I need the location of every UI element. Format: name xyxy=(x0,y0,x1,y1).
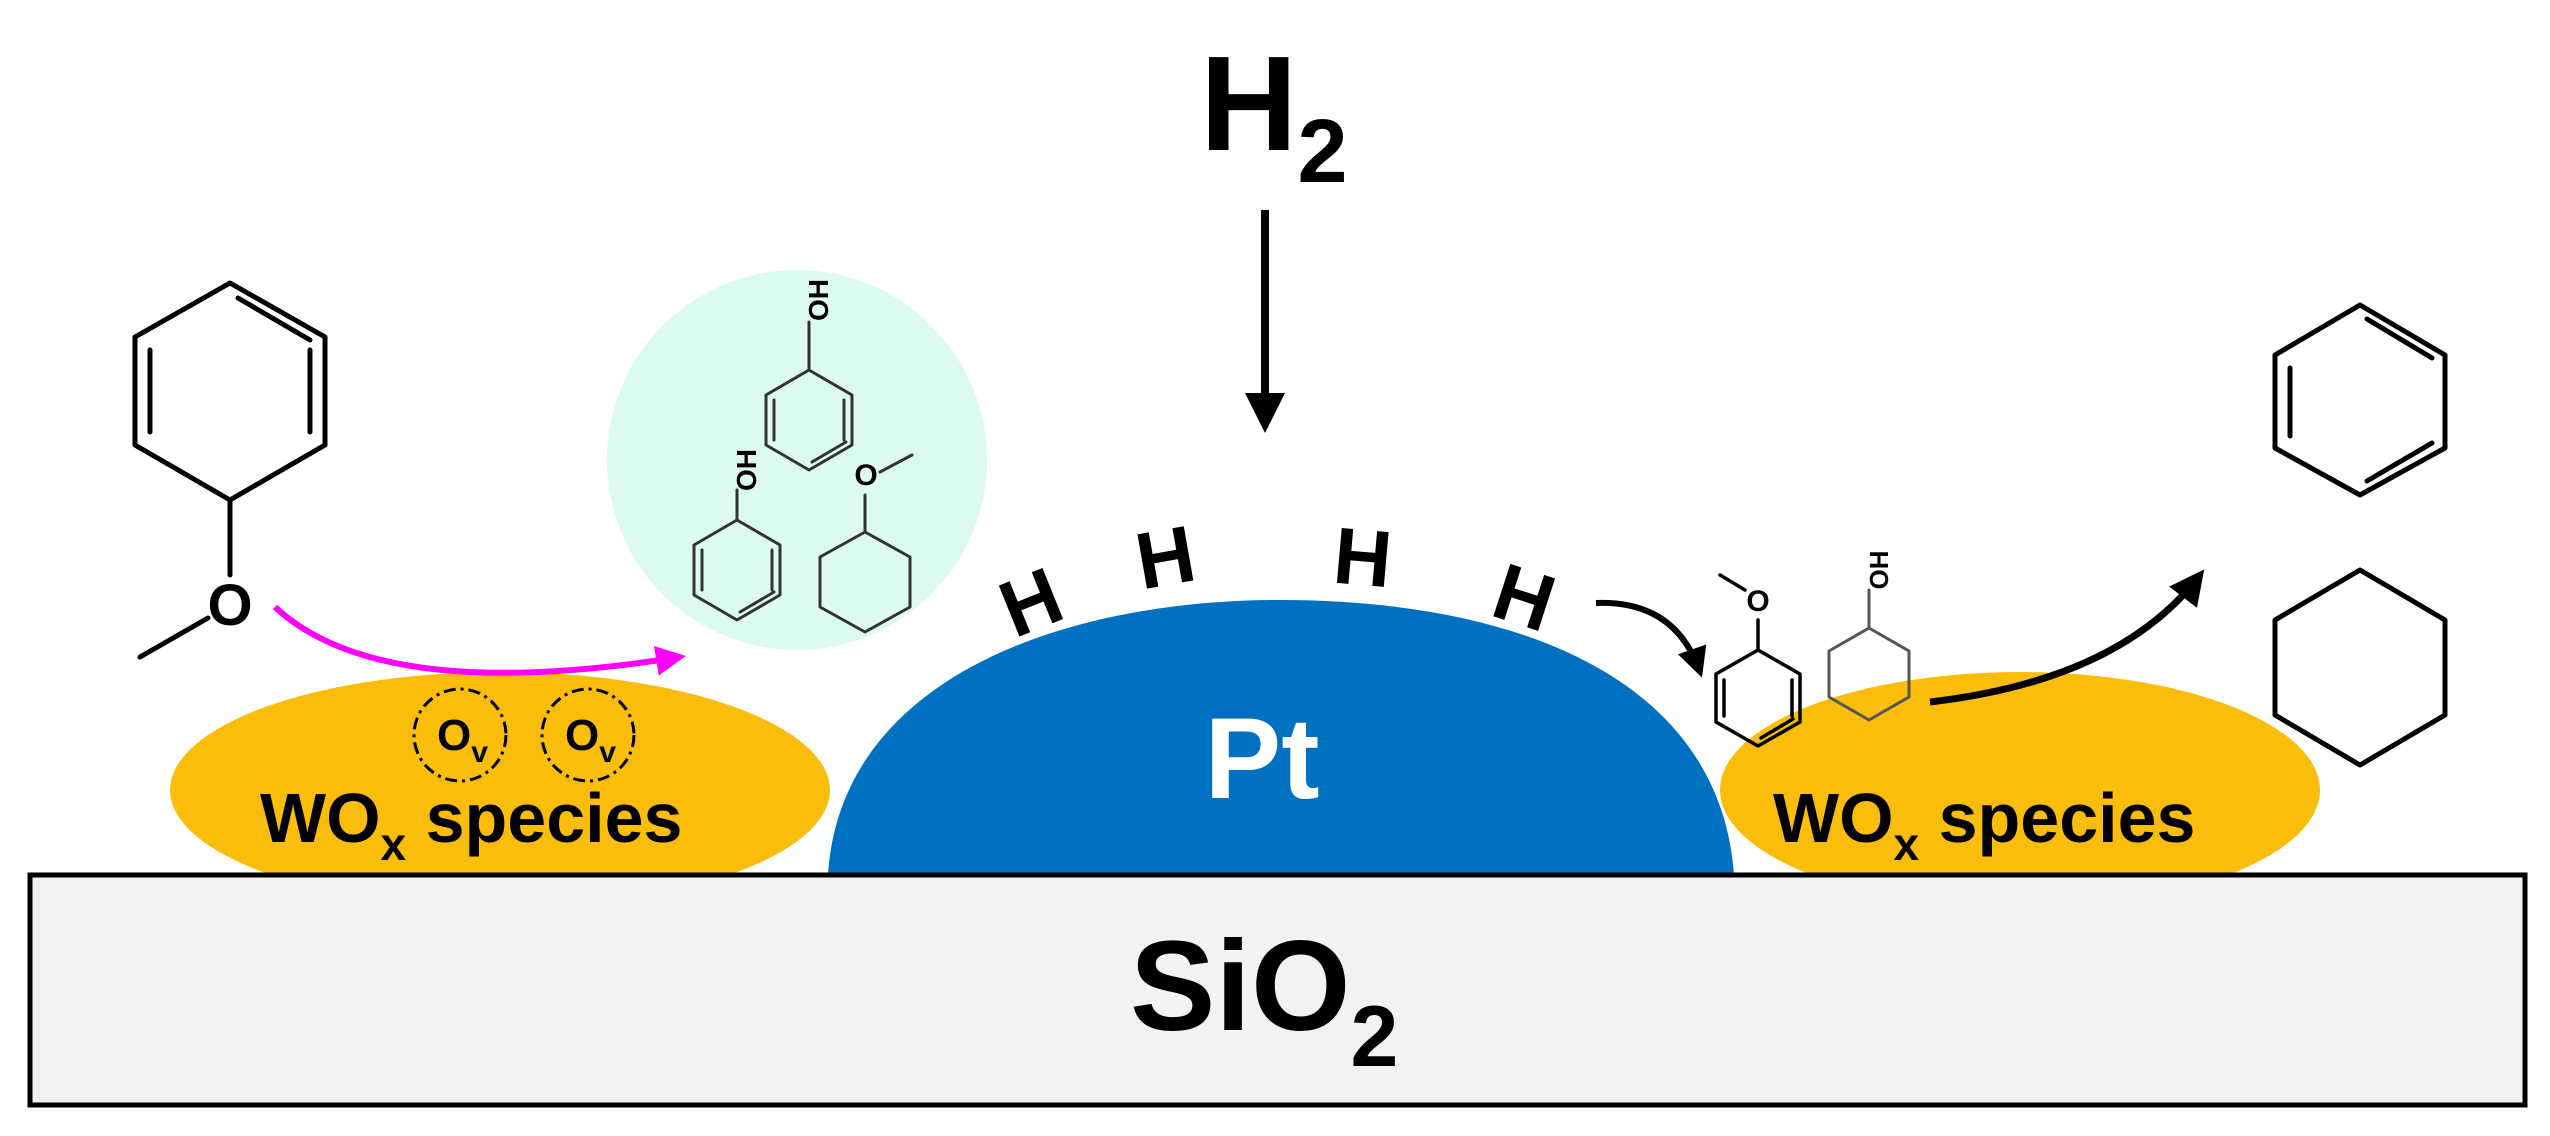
methoxycyclohexane-molecule xyxy=(818,453,914,634)
curved-arrow-icon xyxy=(1595,599,1707,678)
benzene-molecule xyxy=(2272,302,2448,498)
wox-support-left xyxy=(170,672,830,908)
anisole-oxygen: O xyxy=(207,573,252,638)
h2-main: H xyxy=(1200,28,1298,179)
sio2-substrate xyxy=(27,872,2528,1108)
h2-label: H2 xyxy=(1200,28,1348,202)
cyclohexane-molecule xyxy=(2272,567,2448,768)
sio2-label: SiO2 xyxy=(1130,915,1398,1085)
wox-left-sub: x xyxy=(381,818,407,870)
curved-arrow-icon xyxy=(272,604,686,676)
pt-particle xyxy=(828,600,1734,875)
wox-right-main: WO xyxy=(1773,779,1894,857)
wox-right-sub: x xyxy=(1894,818,1920,870)
wox-left-tail: species xyxy=(406,779,682,857)
wox-support-right xyxy=(1720,672,2320,908)
curved-arrow-icon xyxy=(1929,569,2205,706)
h-atom-3: H xyxy=(1330,511,1395,605)
adsorbed-anisole-oxygen: O xyxy=(1746,585,1769,618)
adsorbed-cyclohexanol-oh: OH xyxy=(1864,551,1894,590)
dashed-circle-icon xyxy=(412,687,508,783)
dashed-circle-icon xyxy=(540,687,636,783)
sio2-main: SiO xyxy=(1130,915,1351,1058)
sio2-sub: 2 xyxy=(1351,989,1399,1085)
h2-sub: 2 xyxy=(1298,102,1348,202)
oxygen-vacancy-1: Ov xyxy=(412,687,508,783)
h-atom-4: H xyxy=(1483,546,1565,648)
phenol-left-oh: OH xyxy=(731,449,762,491)
adsorbed-cyclohexanol-molecule xyxy=(1827,588,1911,722)
phenol-top-oh: OH xyxy=(803,279,834,321)
wox-left-label: WOx species xyxy=(260,779,682,870)
h-atom-2: H xyxy=(1129,509,1201,607)
methoxycyclohexane-oxygen: O xyxy=(854,459,877,492)
wox-left-main: WO xyxy=(260,779,381,857)
pt-label: Pt xyxy=(1205,695,1320,823)
wox-right-label: WOx species xyxy=(1773,779,2195,870)
wox-right-tail: species xyxy=(1919,779,2195,857)
oxygen-vacancy-2: Ov xyxy=(540,687,636,783)
ov2-label: Ov xyxy=(565,711,616,769)
anisole-molecule xyxy=(132,280,328,660)
ov1-label: Ov xyxy=(437,711,488,769)
intermediate-bubble xyxy=(607,270,987,650)
adsorbed-anisole-molecule xyxy=(1714,573,1802,748)
phenol-left-molecule xyxy=(692,488,782,622)
phenol-top-molecule xyxy=(764,320,854,472)
